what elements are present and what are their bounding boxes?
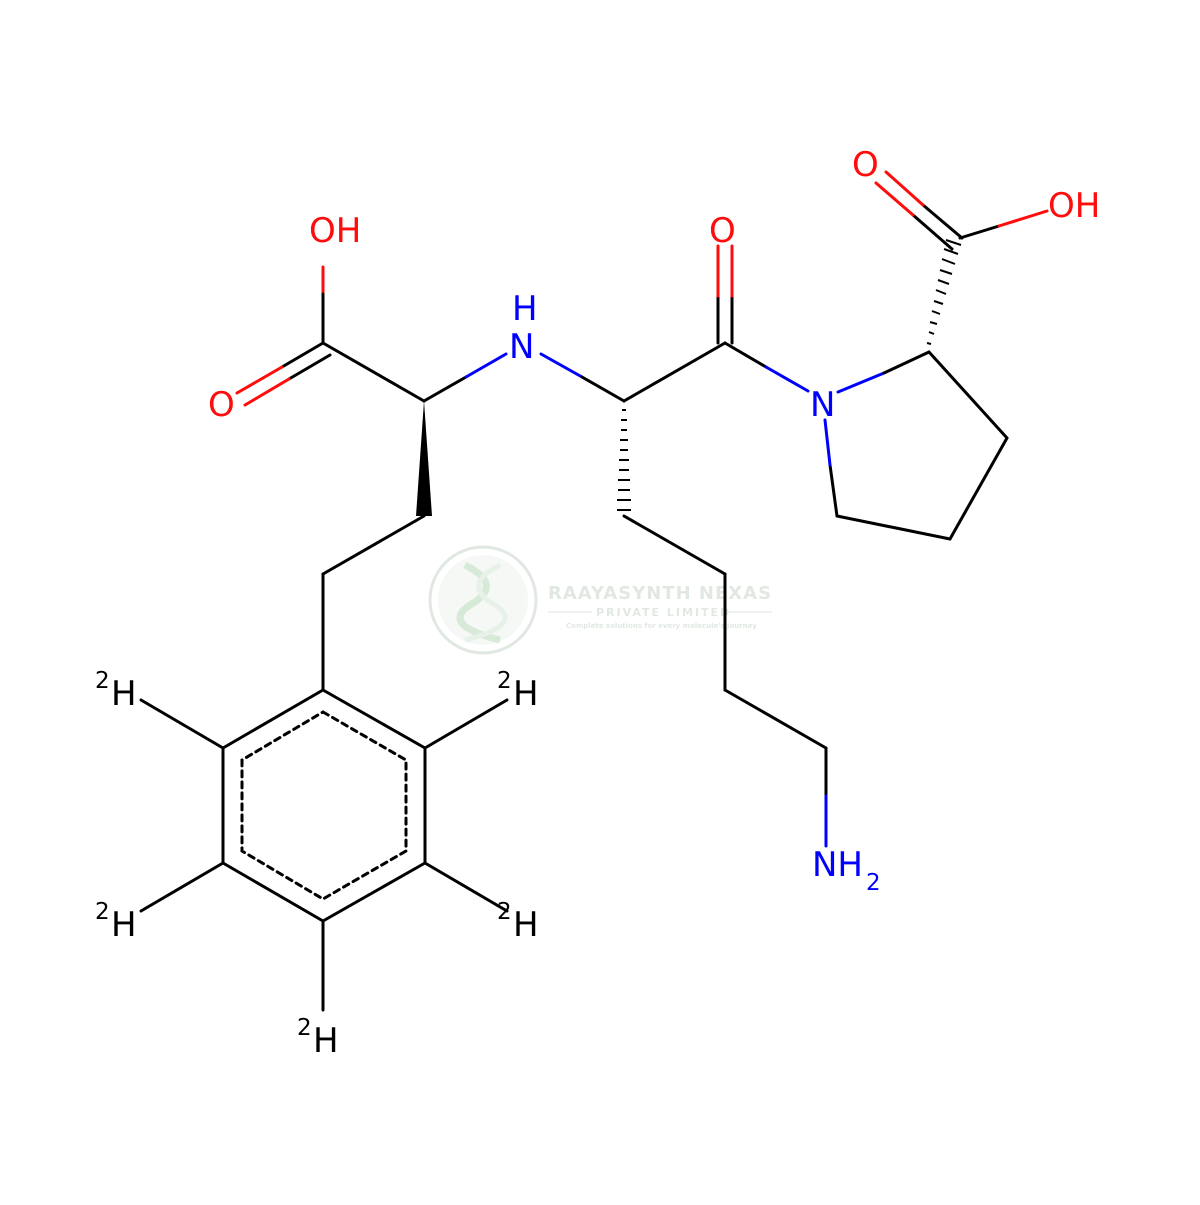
bond-pro-ring-1: [927, 350, 1009, 440]
bond-n-cpro-black: [882, 350, 931, 375]
deuterium-mass-number: 2: [497, 899, 512, 925]
watermark-subtitle: PRIVATE LIMITED: [596, 606, 731, 619]
atom-label-o-amide: O: [709, 211, 736, 251]
hash-mark: [933, 300, 944, 305]
bond-pro-ring-4-blue: [823, 418, 832, 467]
hash-mark: [935, 289, 947, 295]
atom-label-o-left: O: [208, 385, 235, 425]
bonds: [139, 170, 1049, 1012]
bond-pro-ring-3: [835, 514, 952, 541]
bond-cd-bottom-left: [139, 861, 225, 913]
hash-mark: [928, 331, 935, 335]
bond-ring-4: [221, 861, 325, 923]
bond-cooh-right-oh-red: [997, 209, 1049, 228]
deuterium-symbol: H: [111, 905, 137, 945]
deuterium-mass-number: 2: [297, 1015, 312, 1041]
watermark-name: RAAYASYNTH NEXAS: [548, 583, 772, 604]
atom-label-deuterium-top-right: 2 H: [497, 668, 539, 714]
hash-mark: [945, 239, 962, 246]
deuterium-symbol: H: [111, 674, 137, 714]
bond-hphe-1: [321, 514, 426, 576]
bond-pro-ring-4-black: [828, 463, 839, 518]
atom-label-deuterium-bottom-left: 2 H: [95, 899, 137, 945]
atom-label-n-proline: N: [810, 385, 835, 425]
bond-c-calpha1: [321, 341, 426, 403]
hash-mark: [937, 279, 950, 285]
hash-mark: [941, 258, 956, 265]
bond-camide-n-black: [723, 341, 768, 369]
bond-cd-bottom-right: [423, 861, 509, 913]
wedge-bond-calpha1: [416, 401, 432, 516]
hash-bond-calpha2: [617, 409, 631, 511]
atom-label-nh2-subscript: 2: [866, 870, 881, 896]
deuterium-symbol: H: [513, 905, 539, 945]
bond-cooh-right-co-b2: [874, 181, 915, 217]
watermark: RAAYASYNTH NEXAS PRIVATE LIMITED Complet…: [428, 545, 772, 655]
hash-mark: [929, 321, 938, 325]
bond-cooh-right-co-b1: [911, 213, 954, 251]
atom-label-oh-right: OH: [1048, 186, 1100, 226]
bond-lys-1: [622, 514, 727, 576]
hash-mark: [939, 269, 953, 275]
aromatic-inner-ring: [240, 710, 408, 901]
bond-cd-top-right: [423, 698, 509, 750]
bond-ring-1: [321, 688, 427, 750]
deuterium-mass-number: 2: [95, 668, 110, 694]
atom-label-nh-hydrogen: H: [512, 289, 538, 329]
hash-mark: [943, 248, 959, 255]
bond-calpha1-n-black: [422, 375, 468, 403]
bond-camide-n-blue: [764, 365, 810, 393]
bond-n-calpha2-blue: [539, 352, 584, 379]
deuterium-symbol: H: [313, 1021, 339, 1061]
atom-label-deuterium-bottom: 2 H: [297, 1015, 339, 1061]
watermark-ring: [428, 545, 538, 655]
bond-cooh-right-oh-black: [958, 224, 1001, 240]
bond-n-cpro-blue: [836, 371, 886, 394]
watermark-tagline: Complete solutions for every molecule's …: [566, 622, 757, 630]
atom-label-nh2-main: NH: [812, 845, 863, 885]
hash-mark: [926, 342, 932, 345]
bond-co-left-a1: [280, 341, 325, 369]
hash-mark: [931, 310, 941, 315]
bond-co-left-b2: [243, 377, 291, 407]
bond-cd-top-left: [139, 698, 225, 750]
bond-ring-3: [321, 861, 427, 923]
atom-label-deuterium-bottom-right: 2 H: [497, 899, 539, 945]
bond-ring-6: [221, 688, 325, 750]
bond-cooh-right-co-a2: [884, 170, 925, 207]
dna-helix-strand-icon: [464, 562, 508, 643]
bond-calpha2-camide: [622, 341, 727, 403]
hash-bond-proline: [926, 239, 962, 345]
bond-calpha1-n-blue: [464, 352, 508, 379]
atom-label-oh-left: OH: [309, 211, 361, 251]
deuterium-symbol: H: [513, 674, 539, 714]
bond-pro-ring-2: [948, 436, 1009, 541]
atom-label-nh2: NH 2: [812, 845, 881, 896]
atom-label-deuterium-top-left: 2 H: [95, 668, 137, 714]
atom-label-nh-nitrogen: N: [509, 327, 534, 367]
bond-co-left-b1: [287, 353, 332, 381]
atom-label-o-right: O: [852, 145, 879, 185]
deuterium-mass-number: 2: [95, 899, 110, 925]
deuterium-mass-number: 2: [497, 668, 512, 694]
bond-co-left-a2: [235, 365, 284, 395]
bond-lys-3: [723, 688, 828, 750]
bond-cooh-right-co-a1: [921, 203, 964, 240]
bond-n-calpha2-black: [580, 375, 626, 403]
